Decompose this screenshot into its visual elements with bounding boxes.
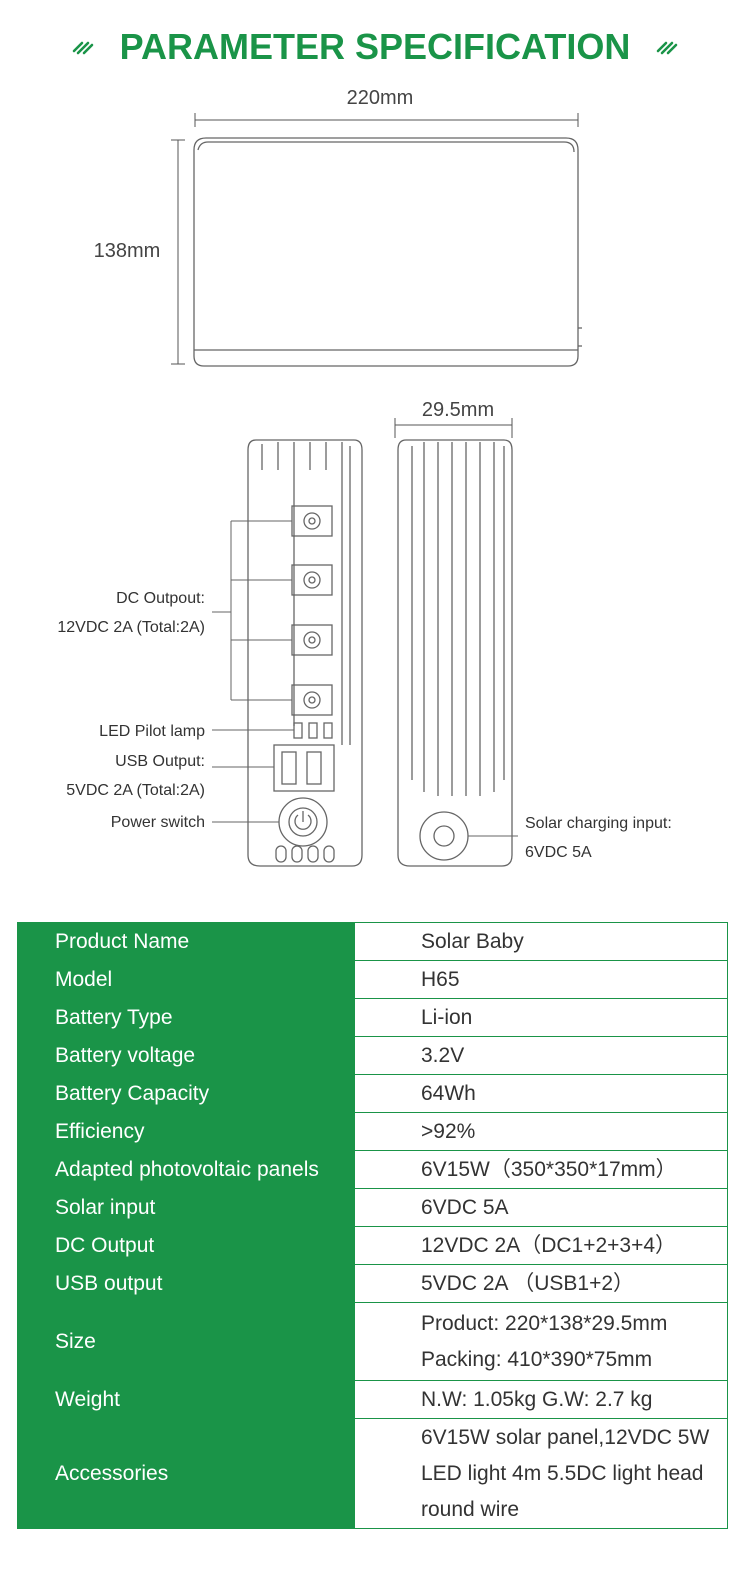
spec-value: H65	[354, 960, 728, 999]
double-slash-icon	[657, 41, 678, 55]
spec-value-line: 6V15W（350*350*17mm）	[421, 1157, 677, 1181]
spec-value-line: H65	[421, 967, 460, 991]
spec-value-line: 3.2V	[421, 1043, 465, 1067]
page-title: PARAMETER SPECIFICATION	[119, 26, 631, 67]
table-row: Adapted photovoltaic panels 6V15W（350*350…	[17, 1150, 728, 1189]
spec-value: 3.2V	[354, 1036, 728, 1075]
height-label: 138mm	[94, 240, 161, 262]
table-row: Battery voltage 3.2V	[17, 1036, 728, 1075]
spec-key: Battery Type	[17, 998, 355, 1037]
spec-value: N.W: 1.05kg G.W: 2.7 kg	[354, 1380, 728, 1419]
spec-value: Li-ion	[354, 998, 728, 1037]
spec-value-line: 12VDC 2A（DC1+2+3+4）	[421, 1233, 677, 1257]
spec-key: Adapted photovoltaic panels	[17, 1150, 355, 1189]
spec-key: Battery voltage	[17, 1036, 355, 1075]
table-row: Battery Capacity 64Wh	[17, 1074, 728, 1113]
spec-key: Product Name	[17, 922, 355, 961]
depth-label: 29.5mm	[422, 399, 494, 421]
double-slash-icon	[72, 41, 93, 55]
device-side-view-solar	[397, 439, 513, 867]
spec-key: Size	[17, 1302, 355, 1381]
spec-key: USB output	[17, 1264, 355, 1303]
width-label: 220mm	[347, 87, 414, 109]
page-header: PARAMETER SPECIFICATION	[0, 22, 750, 72]
depth-dimension	[394, 418, 513, 438]
power-switch-label: Power switch	[111, 814, 205, 831]
spec-value-line: >92%	[421, 1119, 476, 1143]
height-dimension	[171, 139, 185, 365]
spec-value-line: Product: 220*138*29.5mm	[421, 1311, 668, 1335]
callout-lines	[212, 520, 518, 837]
solar-input-label: Solar charging input:	[525, 815, 672, 832]
usb-output-spec: 5VDC 2A (Total:2A)	[66, 782, 205, 799]
spec-value: 6V15W solar panel,12VDC 5W LED light 4m 5…	[354, 1418, 728, 1529]
spec-value: 6VDC 5A	[354, 1188, 728, 1227]
usb-output-label: USB Output:	[115, 753, 205, 770]
dc-output-label: DC Outpout:	[116, 590, 205, 607]
spec-value: 12VDC 2A（DC1+2+3+4）	[354, 1226, 728, 1265]
spec-key: Solar input	[17, 1188, 355, 1227]
spec-key: Model	[17, 960, 355, 999]
spec-value-line: N.W: 1.05kg G.W: 2.7 kg	[421, 1387, 653, 1411]
device-side-view-ports	[247, 439, 363, 867]
dc-output-spec: 12VDC 2A (Total:2A)	[57, 619, 205, 636]
spec-value: 64Wh	[354, 1074, 728, 1113]
spec-value: 6V15W（350*350*17mm）	[354, 1150, 728, 1189]
solar-input-spec: 6VDC 5A	[525, 844, 592, 861]
led-label: LED Pilot lamp	[99, 723, 205, 740]
table-row: Weight N.W: 1.05kg G.W: 2.7 kg	[17, 1380, 728, 1419]
table-row: DC Output 12VDC 2A（DC1+2+3+4）	[17, 1226, 728, 1265]
spec-value-line: round wire	[421, 1497, 520, 1521]
spec-value: Solar Baby	[354, 922, 728, 961]
product-diagram: 220mm 138mm	[57, 87, 672, 867]
spec-value-line: Packing: 410*390*75mm	[421, 1347, 653, 1371]
spec-value-line: 64Wh	[421, 1081, 476, 1105]
spec-value-line: 5VDC 2A （USB1+2）	[421, 1271, 635, 1295]
table-row: Product Name Solar Baby	[17, 922, 728, 961]
table-row: Solar input 6VDC 5A	[17, 1188, 728, 1227]
table-row: Accessories 6V15W solar panel,12VDC 5W LED…	[17, 1418, 728, 1529]
spec-value: >92%	[354, 1112, 728, 1151]
spec-key: Efficiency	[17, 1112, 355, 1151]
spec-key: Accessories	[17, 1418, 355, 1529]
device-front-view	[193, 137, 582, 367]
spec-key: DC Output	[17, 1226, 355, 1265]
spec-key: Weight	[17, 1380, 355, 1419]
table-row: USB output 5VDC 2A （USB1+2）	[17, 1264, 728, 1303]
table-row: Model H65	[17, 960, 728, 999]
spec-value-line: 6VDC 5A	[421, 1195, 509, 1219]
width-dimension	[194, 113, 579, 127]
table-row: Efficiency >92%	[17, 1112, 728, 1151]
spec-value-line: 6V15W solar panel,12VDC 5W	[421, 1425, 710, 1449]
spec-key: Battery Capacity	[17, 1074, 355, 1113]
spec-value-line: Solar Baby	[421, 929, 524, 953]
spec-value: 5VDC 2A （USB1+2）	[354, 1264, 728, 1303]
spec-value-line: LED light 4m 5.5DC light head	[421, 1461, 704, 1485]
spec-value-line: Li-ion	[421, 1005, 473, 1029]
table-row: Battery Type Li-ion	[17, 998, 728, 1037]
